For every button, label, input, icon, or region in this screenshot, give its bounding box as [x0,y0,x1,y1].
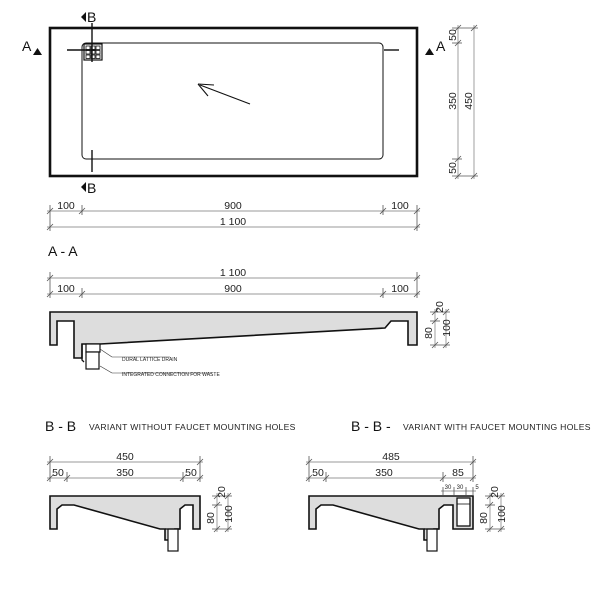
plan-dim-right-middle: 350 [447,92,459,110]
section-bb1-vdim-20: 20 [216,486,228,498]
section-bb2-vdim-100: 100 [496,505,508,523]
plan-dim-lines-right [452,24,478,180]
section-marker-a-left: A [22,38,32,54]
plan-dim-right: 100 [391,200,409,212]
section-bb2-dim-left: 50 [312,467,324,479]
section-line-a [33,48,434,55]
note-lattice-drain: DURAL LATTICE DRAIN [122,357,178,363]
faucet-mounting-hole [456,497,471,527]
section-bb1-vdim-100: 100 [223,505,235,523]
section-bb2-title: B - B - [351,418,391,434]
section-line-b [81,12,93,192]
section-bb1-dim-left: 50 [52,467,64,479]
plan-dim-lines-bottom [46,205,421,231]
drain-grate-section [85,343,101,353]
section-bb1-variant: VARIANT WITHOUT FAUCET MOUNTING HOLES [89,422,296,432]
plan-dim-right-bottom: 50 [447,162,459,174]
drain-grate-icon [83,43,103,61]
section-aa-vert-dim-lines [430,308,450,349]
section-bb1-dim-right: 50 [185,467,197,479]
section-aa-vdim-20: 20 [434,301,446,313]
plan-view: A A B B 100 900 100 1 100 [22,9,478,231]
section-bb2-small-dim-2: 30 [457,485,464,491]
section-aa-dim-lines [46,272,421,298]
section-marker-b-bottom: B [87,180,96,196]
plan-dim-left: 100 [57,200,75,212]
section-bb2-waste [426,528,438,552]
section-aa-profile [49,311,418,359]
section-bb2-small-dim-3: 5 [475,485,479,491]
section-aa-vdim-80: 80 [423,327,435,339]
basin-outline [48,26,419,178]
waste-connection-section [85,351,100,370]
section-aa-dim-left: 100 [57,283,75,295]
section-bb2-vert-dim-lines [485,492,505,533]
section-bb2-variant: VARIANT WITH FAUCET MOUNTING HOLES [403,422,591,432]
section-bb1-dim-lines [46,456,204,482]
section-aa: A - A 1 100 100 900 100 DU [46,243,453,378]
section-bb2-small-dim-lines [441,487,476,495]
section-marker-b-top: B [87,9,96,25]
section-bb1-vert-dim-lines [212,492,232,533]
section-bb2-vdim-80: 80 [478,512,490,524]
plan-dim-right-top: 50 [447,29,459,41]
section-bb1-waste [167,528,179,552]
plan-dim-middle: 900 [224,200,242,212]
section-bb2-dim-right: 85 [452,467,464,479]
section-aa-leader-lines [99,348,212,374]
section-aa-vdim-100: 100 [441,319,453,337]
plan-dim-right-total: 450 [463,92,475,110]
section-aa-dim-total: 1 100 [220,267,246,279]
section-bb2-small-dim-1: 30 [445,485,452,491]
section-bb2-profile [308,495,474,541]
section-bb1-vdim-80: 80 [205,512,217,524]
section-aa-dim-right: 100 [391,283,409,295]
section-marker-a-right: A [436,38,446,54]
section-bb2-dim-middle: 350 [375,467,393,479]
section-bb2-dim-total: 485 [382,451,400,463]
section-bb2-vdim-20: 20 [489,486,501,498]
section-bb1-dim-total: 450 [116,451,134,463]
section-bb1-title: B - B [45,418,76,434]
basin-inner-outline [81,42,384,160]
section-bb1-dim-middle: 350 [116,467,134,479]
section-bb-variant-2: B - B - VARIANT WITH FAUCET MOUNTING HOL… [305,418,591,552]
section-bb-variant-1: B - B VARIANT WITHOUT FAUCET MOUNTING HO… [45,418,296,552]
section-aa-dim-middle: 900 [224,283,242,295]
plan-dim-total: 1 100 [220,216,246,228]
section-aa-title: A - A [48,243,78,259]
section-bb2-dim-lines [305,456,477,482]
note-waste-connection: INTEGRATED CONNECTION FOR WASTE [122,372,220,378]
slope-arrow-icon [197,83,251,105]
